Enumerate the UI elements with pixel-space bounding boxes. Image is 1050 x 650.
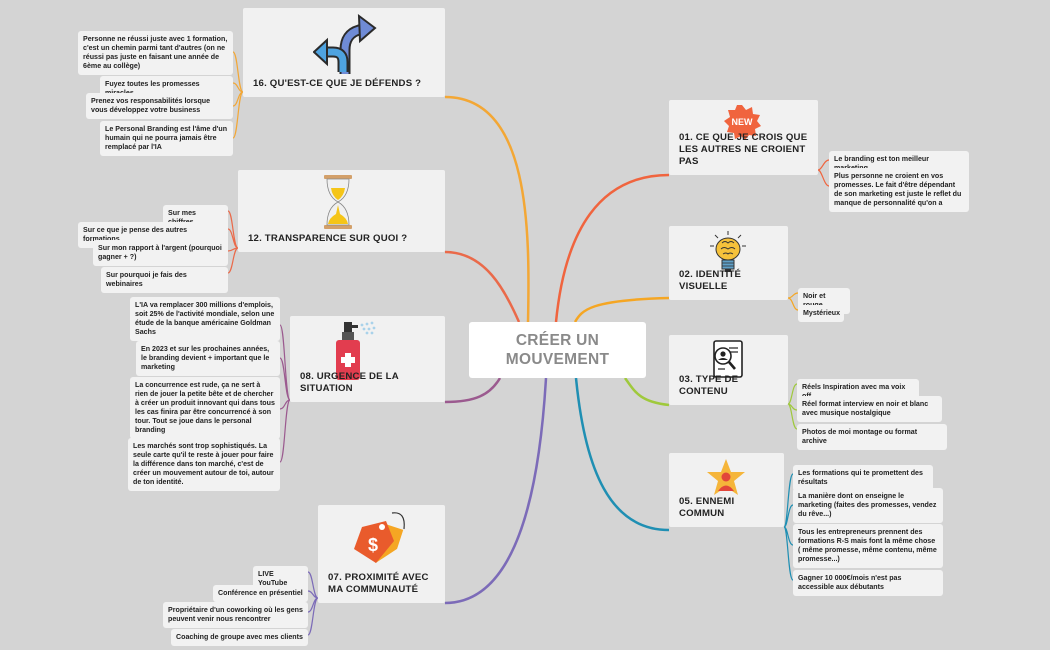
spray-bottle-icon <box>336 321 376 380</box>
topic-07-item-4[interactable]: Coaching de groupe avec mes clients <box>171 629 308 646</box>
topic-16-item-1[interactable]: Personne ne réussi juste avec 1 formatio… <box>78 31 233 75</box>
topic-16-title: 16. QU'EST-CE QUE JE DÉFENDS ? <box>253 78 422 89</box>
topic-16-item-3[interactable]: Prenez vos responsabilités lorsque vous … <box>86 93 233 119</box>
split-arrows-icon <box>313 13 377 74</box>
topic-08-item-2[interactable]: En 2023 et sur les prochaines années, le… <box>136 341 280 376</box>
topic-07-item-2[interactable]: Conférence en présentiel <box>213 585 308 602</box>
topic-01-title: 01. CE QUE JE CROIS QUE LES AUTRES NE CR… <box>679 132 808 167</box>
price-tag-icon: $ <box>354 512 405 563</box>
topic-07-item-3[interactable]: Propriétaire d'un coworking où les gens … <box>163 602 308 628</box>
central-title: CRÉER UN MOUVEMENT <box>505 332 610 368</box>
topic-12-item-4[interactable]: Sur pourquoi je fais des webinaires <box>101 267 228 293</box>
topic-12-title: 12. TRANSPARENCE SUR QUOI ? <box>248 233 408 244</box>
topic-05-common-enemy[interactable]: 05. ENNEMI COMMUN <box>669 453 784 527</box>
topic-08-item-3[interactable]: La concurrence est rude, ça ne sert à ri… <box>130 377 280 439</box>
topic-05-item-4[interactable]: Gagner 10 000€/mois n'est pas accessible… <box>793 570 943 596</box>
star-person-icon <box>707 459 745 495</box>
topic-12-transparency[interactable]: 12. TRANSPARENCE SUR QUOI ? <box>238 170 445 252</box>
brain-lightbulb-icon <box>710 231 746 272</box>
topic-05-item-2[interactable]: La manière dont on enseigne le marketing… <box>793 488 943 523</box>
new-badge-icon: NEW <box>724 105 761 140</box>
topic-07-community[interactable]: $ 07. PROXIMITÉ AVEC MA COMMUNAUTÉ <box>318 505 445 603</box>
hourglass-icon <box>324 175 352 229</box>
topic-03-content-type[interactable]: 03. TYPE DE CONTENU <box>669 335 788 405</box>
document-search-icon <box>713 340 743 378</box>
topic-01-belief[interactable]: NEW 01. CE QUE JE CROIS QUE LES AUTRES N… <box>669 100 818 175</box>
topic-08-urgency[interactable]: 08. URGENCE DE LA SITUATION <box>290 316 445 402</box>
topic-03-item-2[interactable]: Réel format interview en noir et blanc a… <box>797 396 942 422</box>
topic-03-title: 03. TYPE DE CONTENU <box>679 374 739 397</box>
topic-16-values[interactable]: 16. QU'EST-CE QUE JE DÉFENDS ? <box>243 8 445 97</box>
svg-text:$: $ <box>368 535 378 555</box>
topic-05-item-1[interactable]: Les formations qui te promettent des rés… <box>793 465 933 491</box>
topic-02-title: 02. IDENTITÉ VISUELLE <box>679 269 742 292</box>
topic-05-item-3[interactable]: Tous les entrepreneurs prennent des form… <box>793 524 943 568</box>
topic-08-item-1[interactable]: L'IA va remplacer 300 millions d'emplois… <box>130 297 280 341</box>
topic-02-visual-identity[interactable]: 02. IDENTITÉ VISUELLE <box>669 226 788 300</box>
topic-08-item-4[interactable]: Les marchés sont trop sophistiqués. La s… <box>128 438 280 491</box>
topic-16-item-4[interactable]: Le Personal Branding est l'âme d'un huma… <box>100 121 233 156</box>
topic-08-title: 08. URGENCE DE LA SITUATION <box>300 371 399 394</box>
svg-text:NEW: NEW <box>732 117 754 127</box>
topic-02-item-2[interactable]: Mystérieux <box>798 305 844 322</box>
topic-12-item-3[interactable]: Sur mon rapport à l'argent (pourquoi gag… <box>93 240 228 266</box>
topic-03-item-3[interactable]: Photos de moi montage ou format archive <box>797 424 947 450</box>
topic-07-title: 07. PROXIMITÉ AVEC MA COMMUNAUTÉ <box>328 572 429 595</box>
topic-01-item-2[interactable]: Plus personne ne croient en vos promesse… <box>829 168 969 212</box>
topic-05-title: 05. ENNEMI COMMUN <box>679 496 735 519</box>
central-topic[interactable]: CRÉER UN MOUVEMENT <box>469 322 646 378</box>
